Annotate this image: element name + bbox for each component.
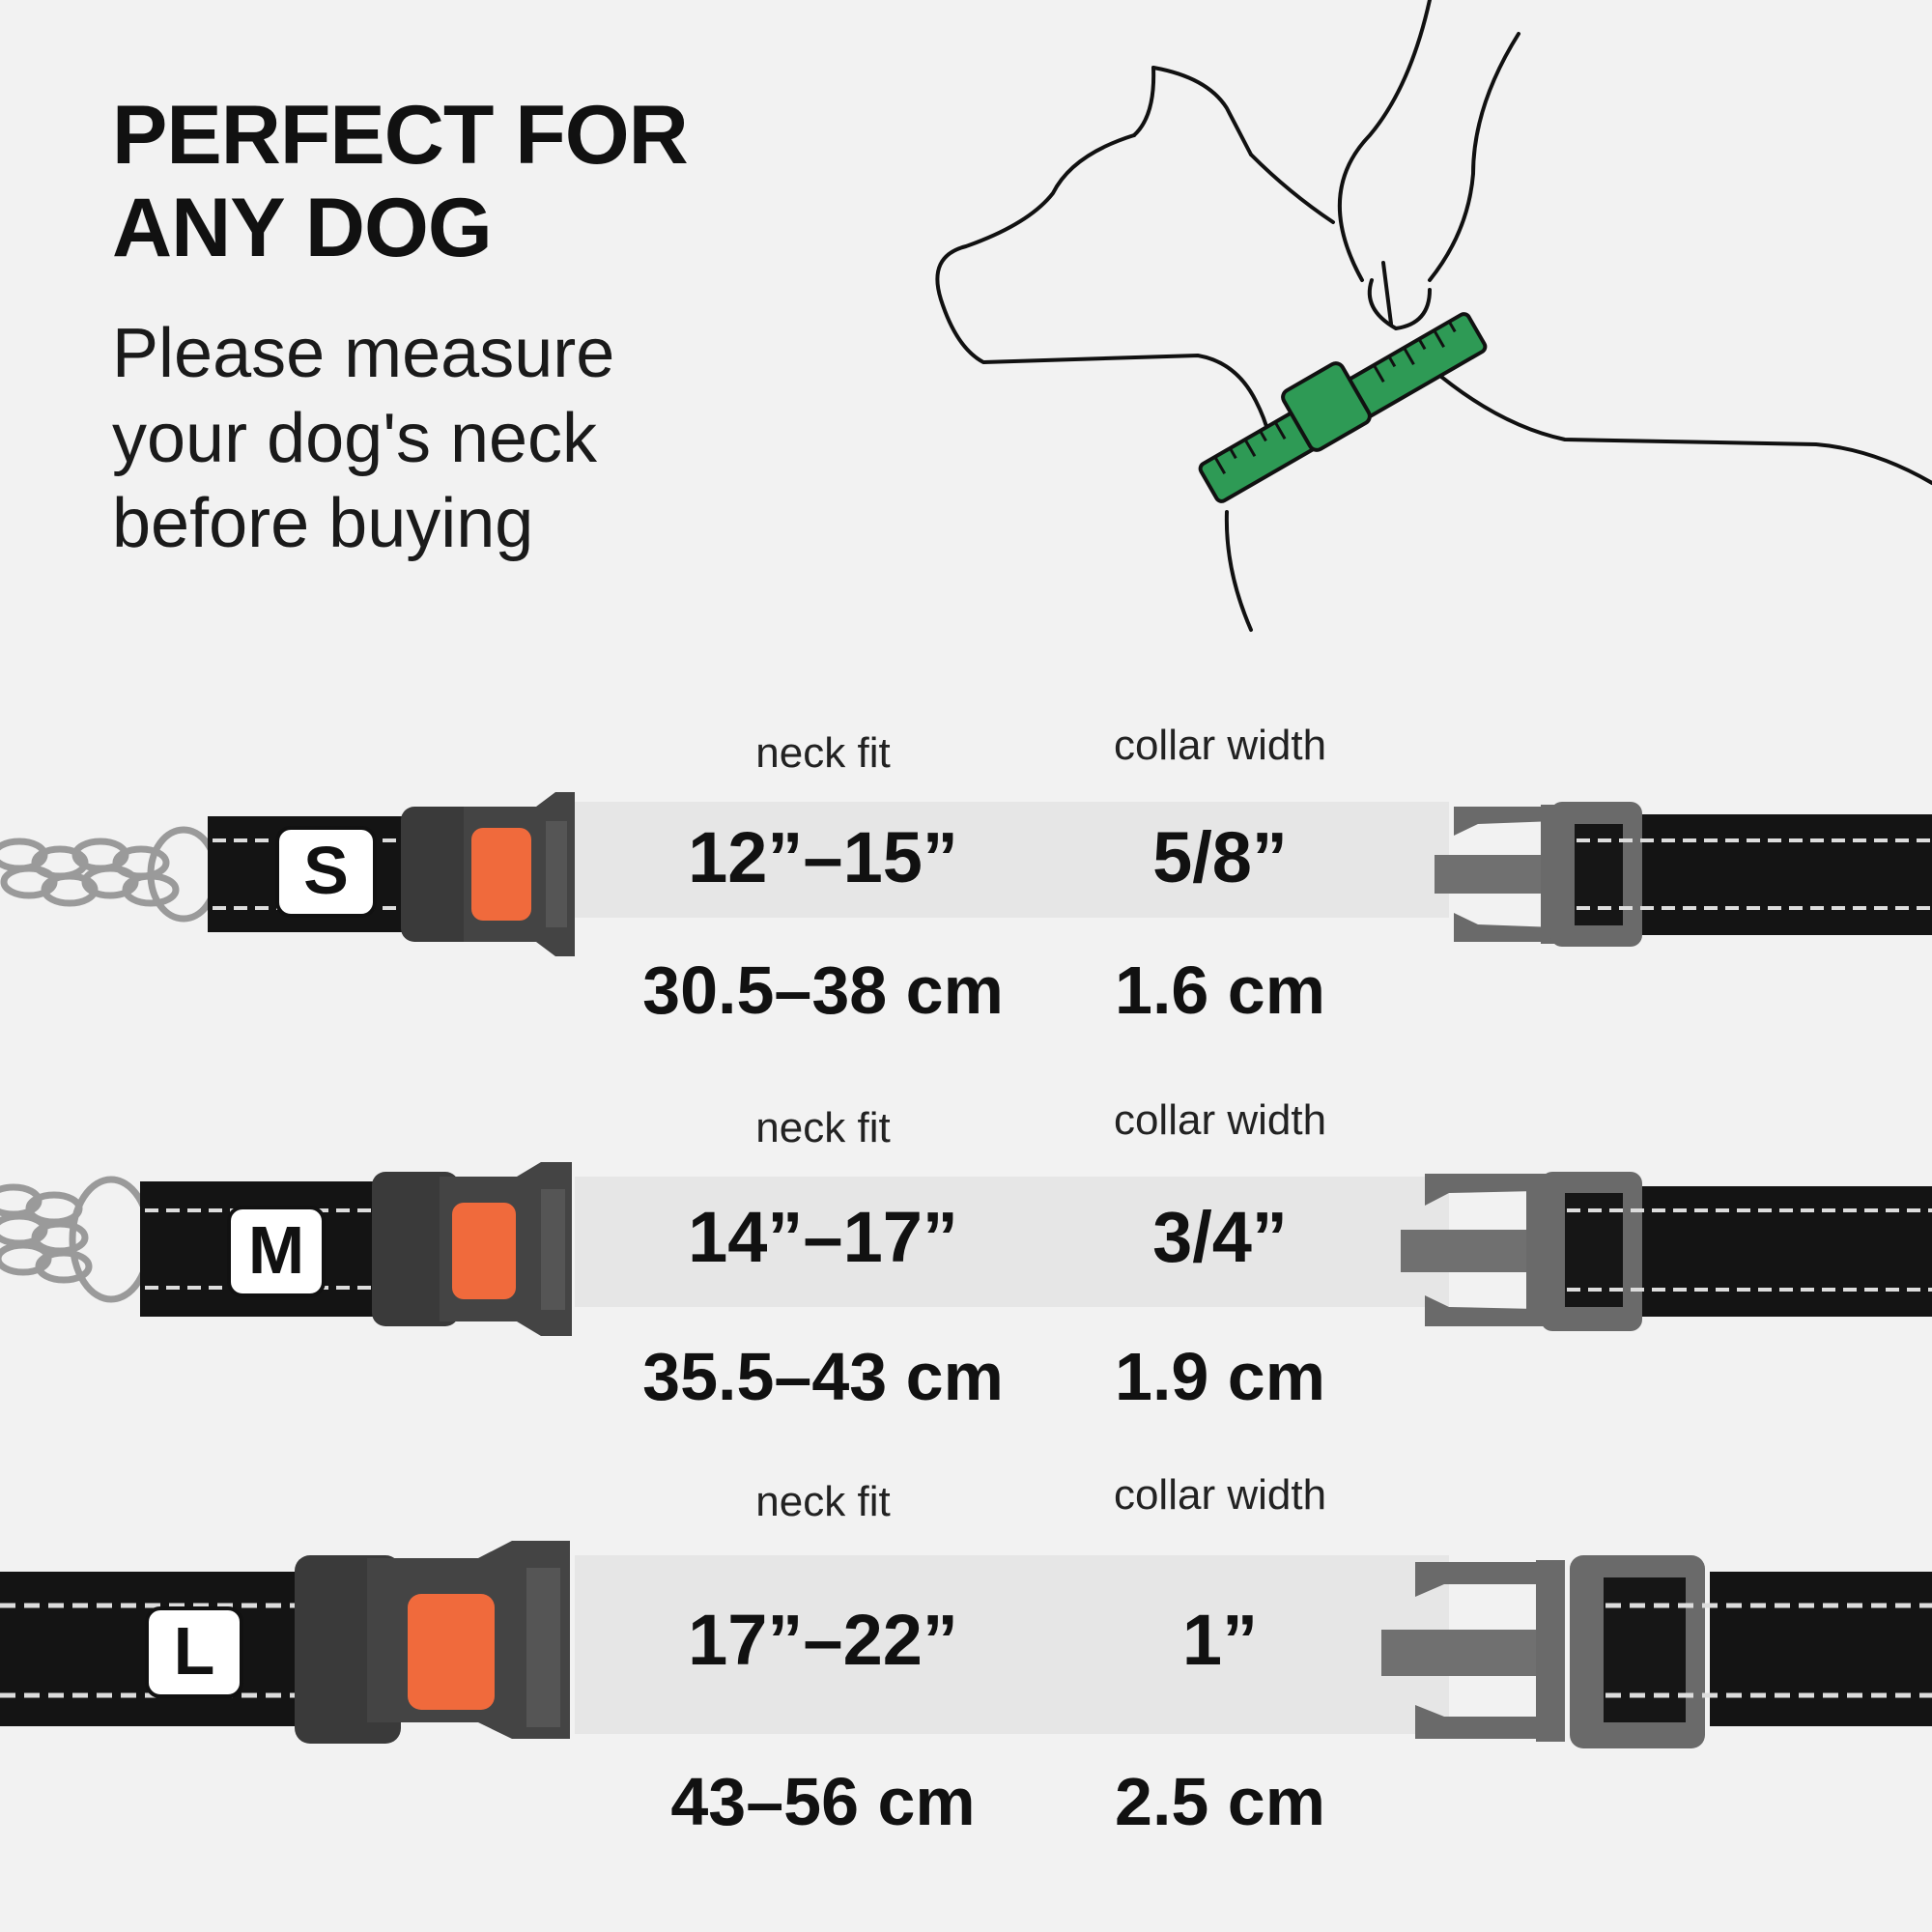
neck-fit-label: neck fit	[755, 1104, 891, 1151]
subtitle-line: your dog's neck	[112, 400, 598, 477]
collar-width-cm: 1.9 cm	[1115, 1339, 1325, 1414]
value-band	[575, 1555, 1449, 1734]
collar-width-label: collar width	[1113, 722, 1327, 769]
neck-fit-cm: 30.5–38 cm	[642, 952, 1004, 1028]
collar-width-inches: 3/4”	[1152, 1197, 1288, 1277]
size-badge: L	[145, 1606, 243, 1698]
neck-fit-inches: 14”–17”	[688, 1197, 958, 1277]
neck-fit-inches: 17”–22”	[688, 1600, 958, 1680]
neck-fit-cm: 35.5–43 cm	[642, 1339, 1004, 1414]
size-row-m: M neck fit collar width 14”–17” 3/4” 35.…	[0, 1085, 1932, 1471]
dog-measuring-illustration	[935, 0, 1932, 632]
subtitle: Please measure your dog's neck before bu…	[112, 311, 614, 566]
neck-fit-label: neck fit	[755, 1478, 891, 1525]
neck-fit-inches: 12”–15”	[688, 817, 958, 897]
subtitle-line: Please measure	[112, 315, 615, 392]
size-badge: M	[227, 1206, 326, 1297]
subtitle-line: before buying	[112, 485, 534, 562]
chain-icon	[0, 826, 220, 923]
collar-width-inches: 5/8”	[1152, 817, 1288, 897]
size-row-l: L neck fit collar width 17”–22” 1” 43–56…	[0, 1463, 1932, 1850]
size-badge: S	[275, 826, 377, 918]
chain-icon	[0, 1176, 154, 1303]
size-row-s: S neck fit collar width 12”–15” 5/8” 30.…	[0, 710, 1932, 1096]
headline: PERFECT FOR ANY DOG	[112, 89, 689, 274]
value-band	[575, 1177, 1449, 1307]
buckle-release-icon	[471, 828, 531, 921]
buckle-release-icon	[452, 1203, 516, 1299]
value-band	[575, 802, 1449, 918]
collar-width-label: collar width	[1113, 1096, 1327, 1144]
buckle-release-icon	[408, 1594, 495, 1710]
collar-width-cm: 2.5 cm	[1115, 1764, 1325, 1839]
headline-line: PERFECT FOR	[112, 89, 689, 182]
measuring-tape-icon	[1198, 312, 1488, 503]
neck-fit-label: neck fit	[755, 729, 891, 777]
headline-line: ANY DOG	[112, 182, 493, 274]
collar-width-inches: 1”	[1181, 1600, 1259, 1680]
collar-width-label: collar width	[1113, 1471, 1327, 1519]
collar-width-cm: 1.6 cm	[1115, 952, 1325, 1028]
neck-fit-cm: 43–56 cm	[670, 1764, 976, 1839]
